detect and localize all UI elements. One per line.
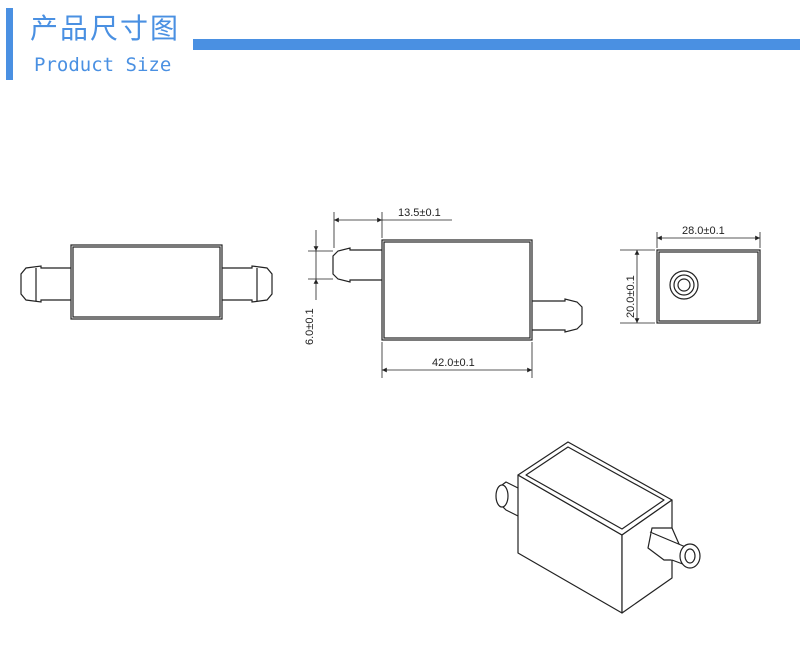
front-view	[20, 244, 273, 320]
port-inner	[677, 278, 691, 292]
port-mid	[673, 274, 695, 296]
right-nozzle	[222, 265, 273, 303]
front-body	[70, 244, 223, 320]
header-accent-bar	[6, 8, 13, 80]
dim-inlet-offset: 13.5±0.1	[398, 207, 441, 219]
left-nozzle	[20, 265, 71, 303]
port-outer	[669, 270, 699, 300]
end-view	[656, 249, 761, 324]
end-view-dims	[620, 232, 761, 324]
side-right-nozzle	[532, 298, 583, 333]
header-rule	[193, 39, 800, 50]
isometric-view	[495, 441, 701, 614]
side-left-nozzle	[332, 247, 382, 283]
dim-nozzle-diameter: 6.0±0.1	[304, 308, 316, 345]
side-view	[332, 239, 583, 341]
dim-body-length: 42.0±0.1	[432, 357, 475, 369]
page-title: 产品尺寸图	[30, 12, 181, 45]
side-view-dims	[308, 212, 533, 378]
iso-front-nozzle	[647, 527, 701, 569]
page-subtitle: Product Size	[34, 54, 172, 76]
end-body	[656, 249, 761, 324]
side-body	[381, 239, 533, 341]
dim-body-width: 28.0±0.1	[682, 225, 725, 237]
dim-body-height: 20.0±0.1	[625, 275, 637, 318]
